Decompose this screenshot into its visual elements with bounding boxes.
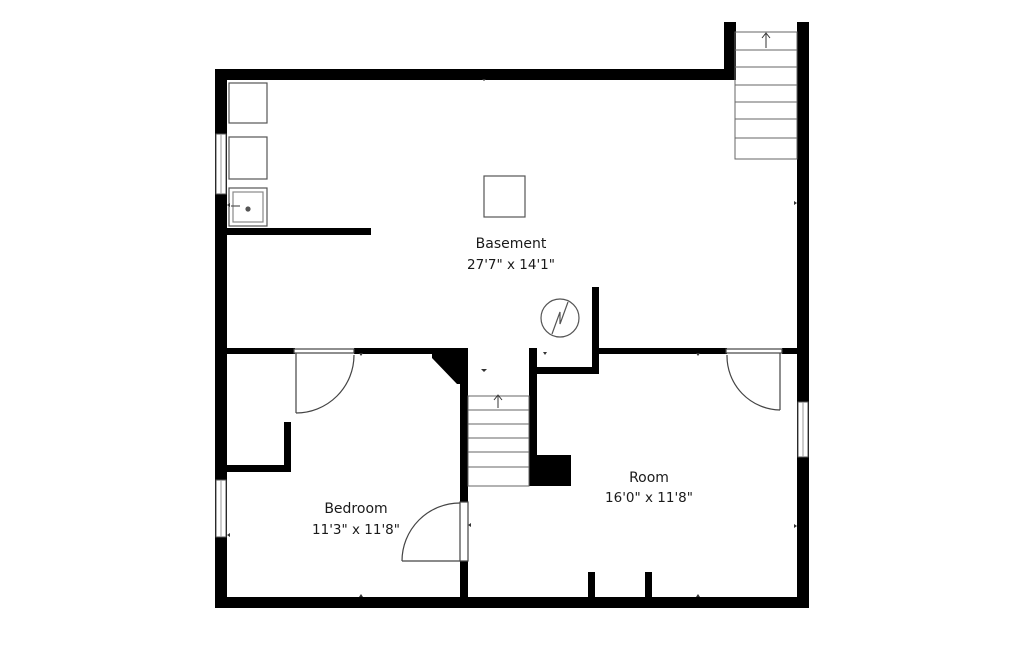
room-dimensions: 16'0" x 11'8" — [605, 490, 693, 506]
basement-label: Basement — [476, 236, 547, 252]
exterior-walls — [215, 22, 809, 608]
room-labels: Basement 27'7" x 14'1" Bedroom 11'3" x 1… — [312, 236, 693, 538]
door-swing-icon — [725, 348, 783, 411]
sink-icon — [228, 187, 268, 227]
door-swing-icon — [293, 348, 355, 414]
stair-arrow-icon — [761, 32, 771, 48]
basement-dimensions: 27'7" x 14'1" — [467, 257, 555, 273]
interior-walls — [227, 228, 797, 597]
door-swing-icon — [401, 501, 469, 562]
stairs-upper — [734, 31, 798, 160]
washer — [228, 82, 268, 124]
stairs-center — [467, 394, 530, 487]
bedroom-label: Bedroom — [324, 501, 387, 517]
room-label: Room — [629, 470, 669, 486]
stair-arrow-icon — [493, 394, 503, 408]
windows — [215, 133, 809, 538]
doors — [293, 348, 783, 562]
water-heater-icon — [540, 298, 580, 338]
bedroom-dimensions: 11'3" x 11'8" — [312, 522, 400, 538]
wall-markers — [227, 79, 797, 597]
dryer — [228, 136, 268, 180]
floor-opening — [483, 175, 526, 218]
fixtures — [228, 82, 580, 338]
